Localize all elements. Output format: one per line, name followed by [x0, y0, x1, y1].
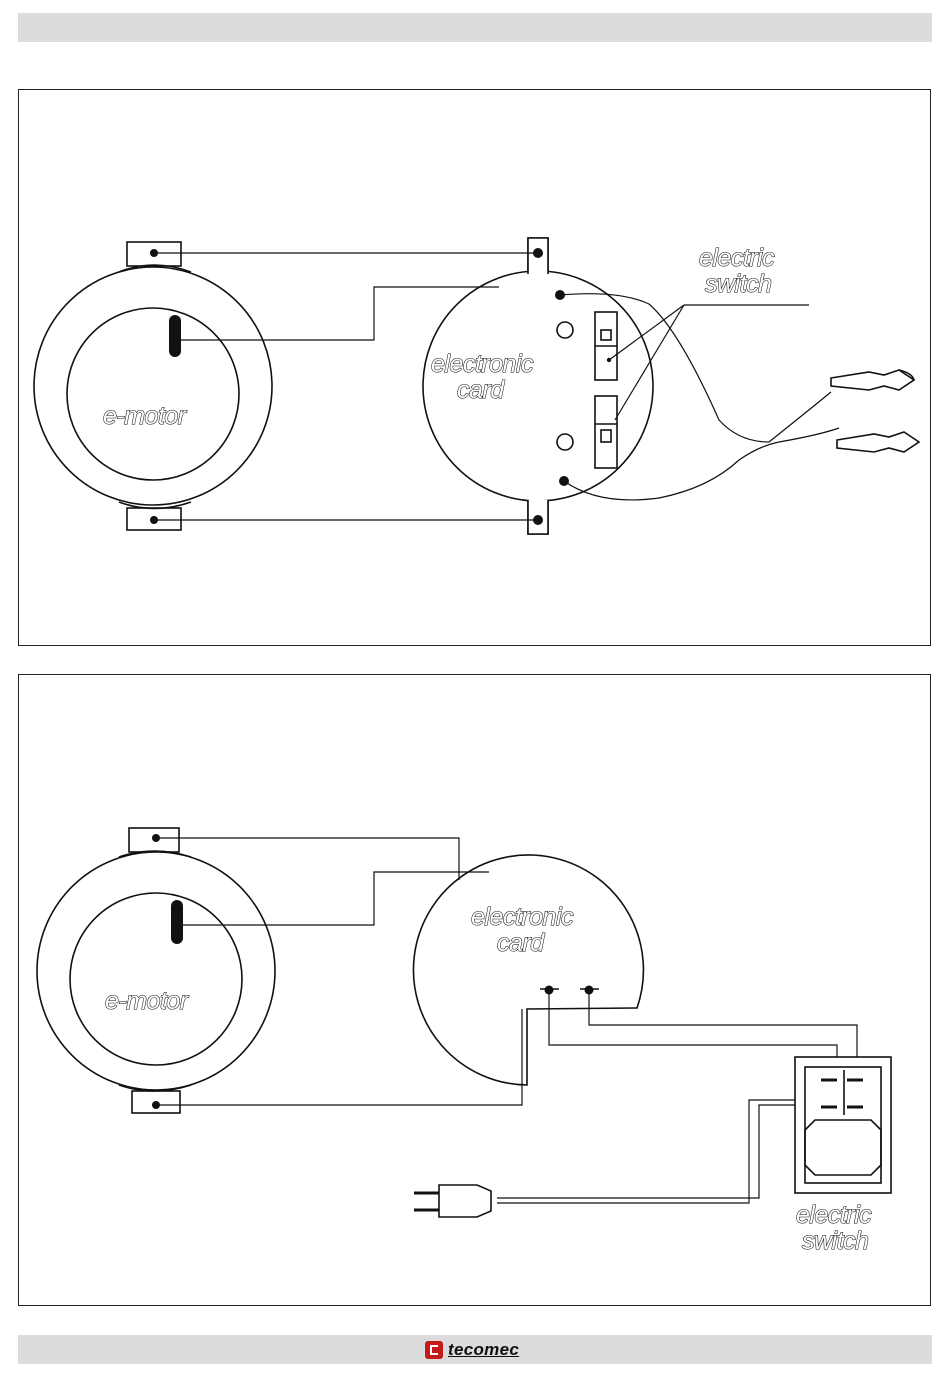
logo-mark-icon: [425, 1341, 443, 1359]
card-label-line1: electronic: [431, 350, 534, 378]
motor-label: e-motor: [105, 987, 190, 1015]
switch-label-line2: switch: [802, 1227, 868, 1255]
card-terminal-neg: [559, 476, 569, 486]
card-label-line2: card: [457, 376, 505, 404]
wiring-diagram-mains: e-motor electronic card electric switch: [18, 674, 931, 1306]
brand-name: tecomec: [448, 1340, 519, 1360]
card-label-line1: electronic: [471, 903, 574, 931]
motor-outer-ring: [34, 267, 272, 505]
motor-brush-terminal: [171, 900, 183, 944]
switch-label-line2: switch: [705, 270, 771, 298]
card-terminal-pos: [555, 290, 565, 300]
motor-outer-ring: [37, 852, 275, 1090]
card-terminal-1: [545, 986, 554, 995]
card-label-line2: card: [497, 929, 545, 957]
motor-label: e-motor: [103, 402, 188, 430]
battery-clip-black: [837, 432, 919, 452]
motor-brush-terminal: [169, 315, 181, 357]
wiring-diagram-battery: e-motor electronic card electric switch: [18, 89, 931, 646]
electronic-card: [413, 855, 643, 1085]
electric-switch: [795, 1057, 891, 1193]
diagram-1-svg: e-motor electronic card electric switch: [19, 90, 932, 647]
header-bar: [18, 13, 932, 42]
switch-label-line1: electric: [699, 244, 775, 272]
mains-plug: [414, 1185, 491, 1217]
diagram-2-svg: e-motor electronic card electric switch: [19, 675, 932, 1307]
brand-logo: tecomec: [425, 1340, 519, 1360]
battery-clip-red: [831, 370, 914, 390]
card-terminal-2: [585, 986, 594, 995]
motor-bracket-bottom: [119, 502, 191, 530]
switch-label-line1: electric: [796, 1201, 872, 1229]
